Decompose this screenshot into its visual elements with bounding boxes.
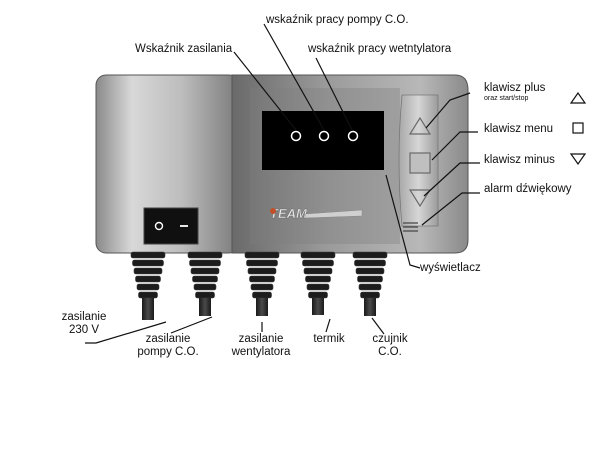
power-led: [290, 130, 302, 142]
label-pump-power-line2: pompy C.O.: [137, 345, 199, 358]
plus-key[interactable]: [408, 116, 432, 135]
power-switch[interactable]: [143, 207, 199, 245]
label-pump-power-line1: zasilanie: [145, 333, 191, 345]
label-power-indicator: Wskaźnik zasilania: [135, 43, 233, 55]
label-minus-key: klawisz minus: [484, 154, 555, 166]
leader-lines: [85, 23, 480, 344]
cable-sensor: [352, 251, 388, 316]
label-fan-indicator: wskaźnik pracy wetntylatora: [308, 43, 452, 55]
label-plus-key-sub: oraz start/stop: [484, 95, 529, 102]
label-pump-indicator: wskaźnik pracy pompy C.O.: [266, 14, 409, 26]
label-fan-power: zasilanie wentylatora: [218, 333, 304, 358]
alarm-buzzer: [403, 222, 418, 232]
label-power-230-line1: zasilanie: [61, 311, 107, 323]
label-fan-power-line2: wentylatora: [231, 345, 291, 358]
label-power-230: zasilanie 230 V: [54, 311, 114, 336]
cable-pump: [187, 251, 223, 316]
menu-key[interactable]: [409, 152, 431, 174]
fan-led: [347, 130, 359, 142]
svg-text:TEAM: TEAM: [270, 206, 308, 221]
cable-230v: [130, 251, 166, 320]
cables: [130, 251, 388, 320]
brand-logo: TEAM: [270, 206, 363, 221]
label-sensor-line2: C.O.: [378, 345, 402, 358]
label-plus-key: klawisz plus: [484, 82, 546, 94]
pump-led: [318, 130, 330, 142]
label-fan-power-line1: zasilanie: [238, 333, 284, 345]
minus-key[interactable]: [408, 189, 432, 208]
label-sensor-line1: czujnik: [372, 333, 408, 345]
label-thermostat: termik: [313, 333, 345, 345]
label-sensor: czujnik C.O.: [360, 333, 420, 358]
cable-fan: [244, 251, 280, 316]
label-pump-power: zasilanie pompy C.O.: [128, 333, 208, 358]
label-alarm: alarm dźwiękowy: [484, 183, 572, 195]
label-menu-key: klawisz menu: [484, 123, 554, 135]
label-display: wyświetlacz: [420, 262, 481, 274]
cable-thermostat: [300, 251, 336, 315]
label-power-230-line2: 230 V: [68, 323, 100, 336]
